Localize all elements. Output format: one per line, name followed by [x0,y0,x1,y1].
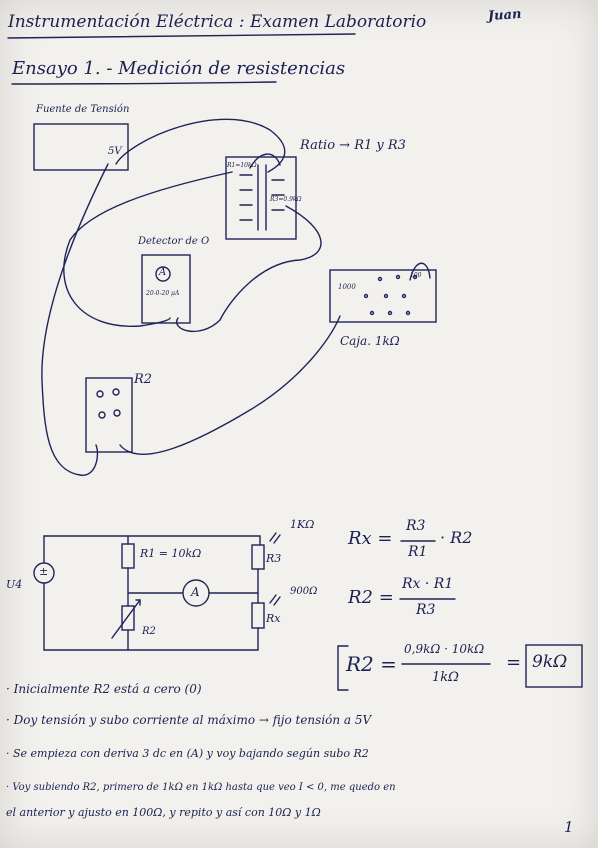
eq2-num: Rx · R1 [402,576,454,592]
decade-box [329,269,437,323]
r2-box [85,377,133,453]
wire-4 [176,205,322,333]
r3-value: 1KΩ [290,518,315,531]
rx-resistor [251,602,265,629]
note-1: · Inicialmente R2 está a cero (0) [6,682,202,696]
header-title: Instrumentación Eléctrica : Examen Labor… [8,12,427,32]
meter-label: A [191,585,200,599]
rx-value: 900Ω [290,586,318,597]
detector-meter-letter: A [159,267,167,278]
wire-1 [41,163,109,476]
eq1-tail: · R2 [440,528,473,547]
detector-scale: 20-0-20 μA [146,290,180,297]
result-box [525,644,583,688]
circuit-source-label: U4 [6,578,23,591]
note-2: · Doy tensión y subo corriente al máximo… [6,713,372,727]
r3-resistor [251,544,265,570]
ratio-label: Ratio → R1 y R3 [300,138,406,153]
detector-label: Detector de O [138,236,210,247]
circuit-source-symbol: ± [39,565,49,578]
eq2-den: R3 [416,602,436,618]
bridge-circuit [33,532,281,651]
r2-label: R2 [142,626,156,637]
decade-label: Caja. 1kΩ [340,334,400,348]
wire-3 [63,171,233,327]
page-number: 1 [564,818,574,836]
ratio-box [225,156,297,240]
r1-label: R1 = 10kΩ [140,547,202,560]
decade-knob-2: 100 [410,272,422,279]
wire-2 [115,118,286,173]
wire-6 [249,153,281,169]
power-source-box [33,123,129,171]
eq3-result: 9kΩ [532,652,568,672]
ratio-left-terminal: R1=10kΩ [227,162,257,169]
signature-logo: Juan [487,6,522,25]
wire-5 [119,315,341,455]
eq2-lhs: R2 = [348,587,394,608]
eq3-den: 1kΩ [432,670,459,685]
note-4: · Voy subiendo R2, primero de 1kΩ en 1kΩ… [6,782,396,793]
eq1-lhs: Rx = [348,528,393,549]
eq1-num: R3 [406,518,426,534]
section-underline [11,81,277,85]
note-5: el anterior y ajusto en 100Ω, y repito y… [6,806,321,819]
circuit-source-icon [33,562,55,584]
source-terminal: 5V [108,146,122,157]
r2-box-label: R2 [134,372,153,387]
eq3-equals: = [506,652,522,673]
ratio-right-terminal: R3=0.9kΩ [270,196,302,203]
decade-knob-1: 1000 [338,283,356,291]
eq1-den: R1 [408,544,428,560]
section-title: Ensayo 1. - Medición de resistencias [12,58,346,79]
r1-resistor [121,543,135,569]
note-3: · Se empieza con deriva 3 dc en (A) y vo… [6,747,369,760]
detector-box [141,254,191,324]
rx-label: Rx [266,612,281,625]
title-underline [7,33,356,39]
eq3-lhs: R2 = [346,652,397,676]
wire-7 [409,262,431,281]
source-label: Fuente de Tensión [36,104,130,115]
eq3-num: 0,9kΩ · 10kΩ [404,642,485,656]
eq3-bracket [337,645,349,691]
detector-meter-icon [155,266,171,282]
r3-label: R3 [266,552,282,565]
